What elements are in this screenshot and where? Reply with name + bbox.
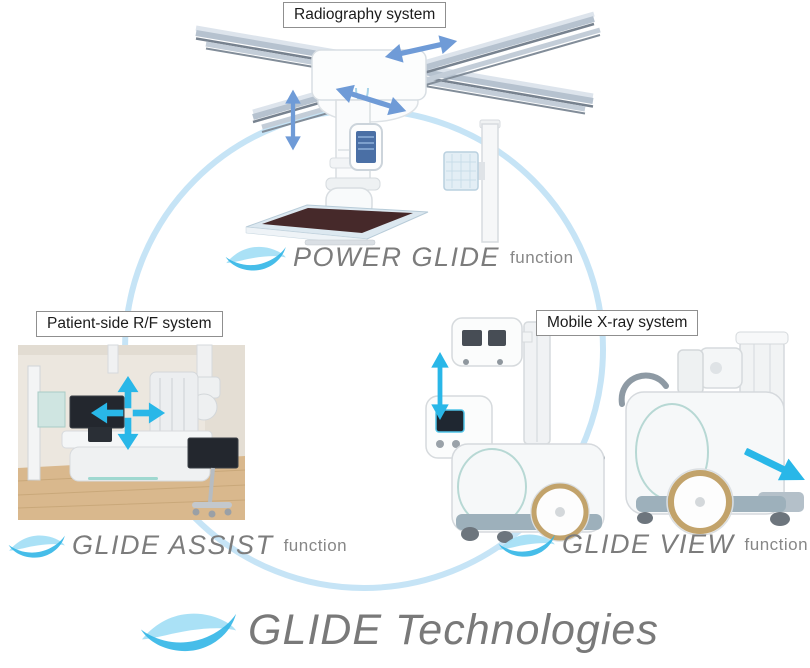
glide-wave-icon <box>225 246 286 271</box>
glide-technologies-row: GLIDE Technologies <box>140 606 659 655</box>
mobile-unit-1 <box>425 317 605 543</box>
label-mobile-xray-system: Mobile X-ray system <box>536 310 699 336</box>
power-glide-function-suffix: function <box>510 247 574 267</box>
glide-assist-function-suffix: function <box>283 535 348 555</box>
rf-room-photo <box>17 344 246 520</box>
label-patient-side-rf-system: Patient-side R/F system <box>36 311 223 337</box>
power-glide-function-name: POWER GLIDE <box>293 242 501 272</box>
glide-assist-function-name: GLIDE ASSIST <box>72 530 274 560</box>
glide-view-function-suffix: function <box>744 534 809 554</box>
label-radiography-system: Radiography system <box>283 2 447 28</box>
power-glide-function-row: POWER GLIDE function <box>225 242 574 273</box>
glide-view-function-row: GLIDE VIEW function <box>498 529 808 560</box>
glide-technologies-title: GLIDE Technologies <box>248 606 659 654</box>
glide-wave-icon <box>498 534 555 557</box>
glide-wave-icon <box>140 613 237 652</box>
glide-assist-function-row: GLIDE ASSIST function <box>8 530 347 561</box>
mobile-unit-2 <box>618 331 804 536</box>
glide-view-function-name: GLIDE VIEW <box>562 529 735 559</box>
glide-wave-icon <box>8 535 65 558</box>
